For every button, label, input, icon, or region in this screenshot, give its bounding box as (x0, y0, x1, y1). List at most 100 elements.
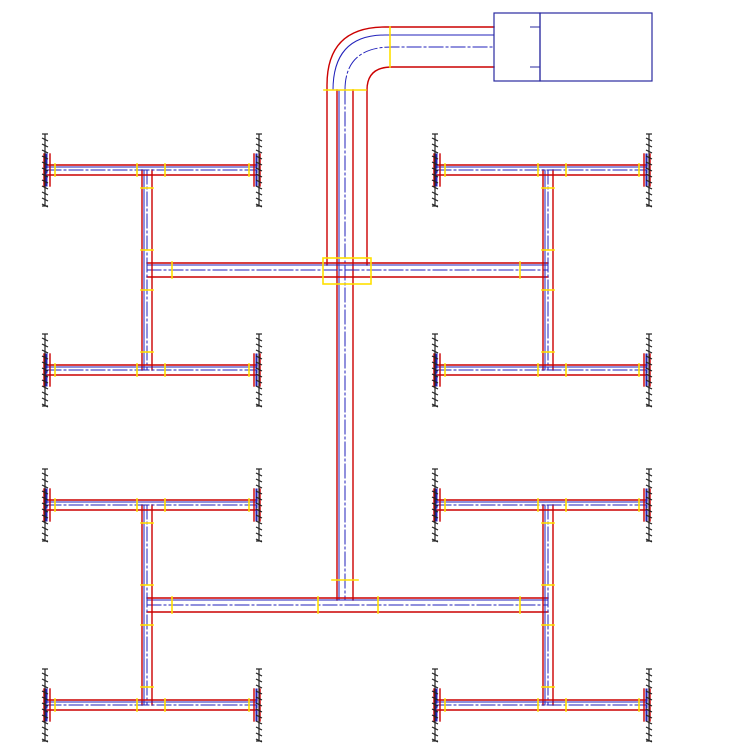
diffuser-icon (41, 484, 49, 489)
diffuser-icon (431, 391, 439, 396)
diffuser-icon (41, 702, 49, 707)
diffuser-icon (41, 367, 49, 372)
diffuser-icon (431, 502, 439, 507)
diffuser-icon (255, 490, 263, 495)
diffuser-group (41, 133, 653, 743)
diffuser-icon (645, 508, 653, 513)
diffuser-icon (41, 496, 49, 501)
diffuser-icon (255, 197, 263, 202)
diffuser-icon (645, 738, 653, 743)
diffuser-icon (41, 361, 49, 366)
diffuser-icon (431, 508, 439, 513)
diffuser-icon (431, 361, 439, 366)
diffuser-icon (41, 373, 49, 378)
diffuser-icon (41, 397, 49, 402)
diffuser-icon (431, 349, 439, 354)
diffuser-icon (431, 379, 439, 384)
ahu-box-icon (493, 12, 541, 82)
diffuser-icon (645, 343, 653, 348)
diffuser-icon (431, 678, 439, 683)
diffuser-icon (645, 185, 653, 190)
diffuser-icon (431, 403, 439, 408)
diffuser-icon (41, 197, 49, 202)
diffuser-icon (255, 143, 263, 148)
diffuser-icon (431, 143, 439, 148)
diffuser-icon (255, 161, 263, 166)
diffuser-icon (431, 484, 439, 489)
diffuser-icon (645, 197, 653, 202)
diffuser-icon (645, 385, 653, 390)
diffuser-icon (41, 690, 49, 695)
diffuser-icon (645, 490, 653, 495)
diffuser-icon (255, 520, 263, 525)
diffuser-icon (41, 684, 49, 689)
diffuser-icon (645, 478, 653, 483)
diffuser-icon (41, 714, 49, 719)
diffuser-icon (255, 496, 263, 501)
diffuser-icon (255, 708, 263, 713)
diffuser-icon (41, 514, 49, 519)
diffuser-icon (255, 397, 263, 402)
diffuser-icon (431, 672, 439, 677)
diffuser-icon (645, 732, 653, 737)
diffuser-icon (645, 349, 653, 354)
diffuser-icon (431, 355, 439, 360)
diffuser-icon (255, 373, 263, 378)
diffuser-icon (645, 526, 653, 531)
diffuser-icon (645, 179, 653, 184)
diffuser-icon (645, 696, 653, 701)
diffuser-icon (41, 337, 49, 342)
diffuser-icon (41, 191, 49, 196)
air-handling-unit (493, 12, 653, 82)
diffuser-icon (431, 137, 439, 142)
diffuser-icon (431, 155, 439, 160)
diffuser-icon (431, 197, 439, 202)
diffuser-icon (255, 714, 263, 719)
diffuser-icon (645, 397, 653, 402)
diffuser-icon (41, 696, 49, 701)
diffuser-icon (41, 179, 49, 184)
diffuser-icon (431, 690, 439, 695)
diffuser-icon (255, 379, 263, 384)
diffuser-icon (645, 373, 653, 378)
diffuser-icon (431, 708, 439, 713)
diffuser-icon (255, 696, 263, 701)
diffuser-icon (431, 149, 439, 154)
diffuser-icon (645, 155, 653, 160)
duct-elbow-outer (326, 26, 495, 266)
diffuser-icon (645, 149, 653, 154)
diffuser-icon (431, 343, 439, 348)
diffuser-icon (431, 520, 439, 525)
diffuser-icon (41, 526, 49, 531)
diffuser-icon (431, 203, 439, 208)
diffuser-icon (431, 472, 439, 477)
diffuser-icon (645, 708, 653, 713)
diffuser-icon (255, 355, 263, 360)
diffuser-icon (255, 472, 263, 477)
diffuser-icon (255, 343, 263, 348)
diffuser-icon (645, 684, 653, 689)
diffuser-icon (255, 137, 263, 142)
diffuser-icon (645, 678, 653, 683)
diffuser-icon (41, 502, 49, 507)
diffuser-icon (645, 167, 653, 172)
diffuser-icon (255, 155, 263, 160)
diffuser-icon (431, 702, 439, 707)
ahu-fan-section (539, 12, 653, 82)
diffuser-icon (645, 720, 653, 725)
diffuser-icon (431, 191, 439, 196)
diffuser-icon (645, 538, 653, 543)
diffuser-icon (645, 472, 653, 477)
diffuser-icon (41, 161, 49, 166)
diffuser-icon (255, 538, 263, 543)
diffuser-icon (431, 714, 439, 719)
duct-elbow-liner (332, 34, 495, 91)
diffuser-icon (41, 203, 49, 208)
diffuser-icon (431, 496, 439, 501)
diffuser-icon (255, 732, 263, 737)
duct-network (43, 26, 651, 722)
diffuser-icon (255, 179, 263, 184)
diffuser-icon (431, 526, 439, 531)
diffuser-icon (431, 373, 439, 378)
diffuser-icon (431, 720, 439, 725)
